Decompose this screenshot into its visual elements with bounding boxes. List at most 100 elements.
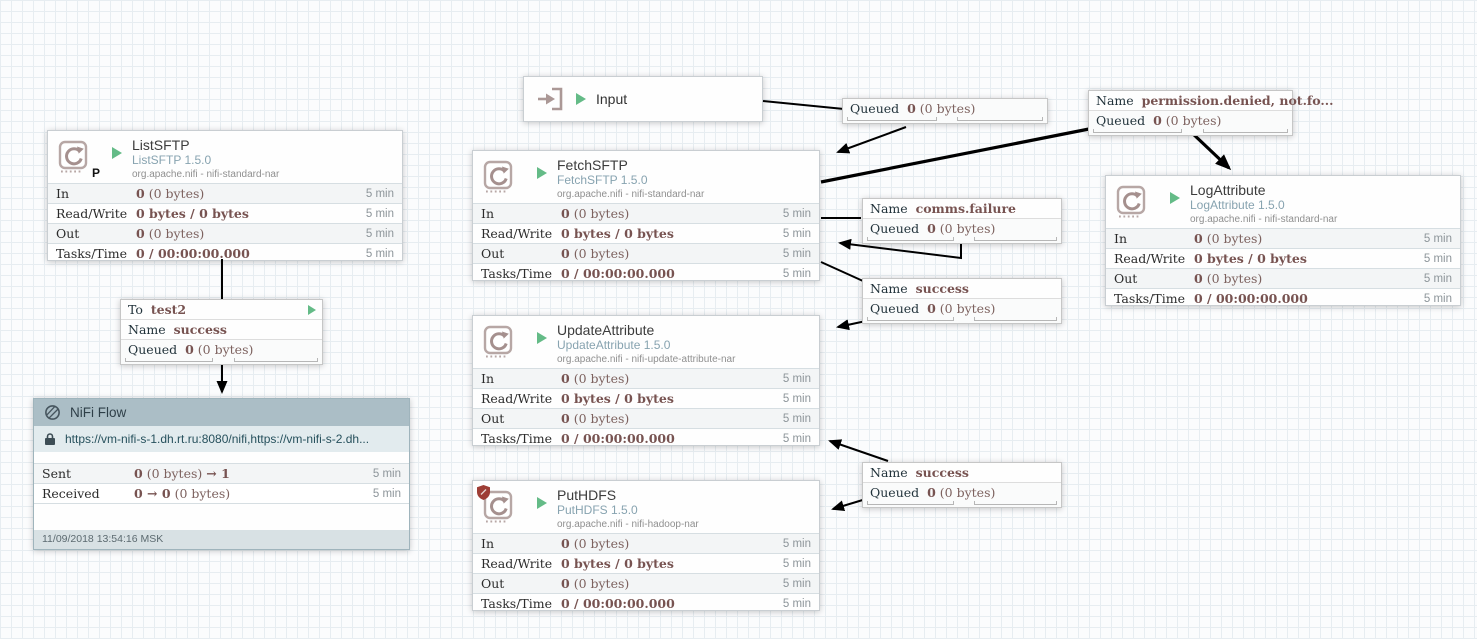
processor-header: LogAttribute LogAttribute 1.5.0 org.apac… [1106, 176, 1460, 228]
stat-row-out: Out 0 (0 bytes) 5 min [1106, 268, 1460, 288]
connection-name-row: Name success [121, 320, 322, 340]
queue-gauge-left [867, 317, 955, 321]
queue-gauge-left [867, 501, 955, 505]
connection-label-success-puthdfs[interactable]: Name success Queued 0 (0 bytes) [862, 462, 1062, 508]
connection-name-row: Name permission.denied, not.fo... [1089, 91, 1333, 111]
connection-queued-row: Queued 0 (0 bytes) [863, 299, 1061, 323]
stat-row-tasks-time: Tasks/Time 0 / 00:00:00.000 5 min [473, 428, 819, 448]
stat-row-read-write: Read/Write 0 bytes / 0 bytes 5 min [473, 388, 819, 408]
run-status-icon [1170, 192, 1180, 204]
stat-row-out: Out 0 (0 bytes) 5 min [48, 223, 402, 243]
processor-type: PutHDFS 1.5.0 [557, 503, 638, 517]
wire-fetchsftp-to-success-label[interactable] [820, 261, 864, 282]
connection-name-row: Name success [863, 463, 1061, 483]
processor-name: PutHDFS [557, 487, 617, 503]
received-row: Received 0 → 0 (0 bytes) 5 min [34, 483, 409, 504]
stamp-icon [483, 325, 513, 358]
processor-header: UpdateAttribute UpdateAttribute 1.5.0 or… [473, 316, 819, 368]
wire-label-to-fetchsftp[interactable] [836, 126, 907, 154]
queue-gauge-right [973, 317, 1057, 321]
stat-row-in: In 0 (0 bytes) 5 min [473, 368, 819, 388]
stat-row-tasks-time: Tasks/Time 0 / 00:00:00.000 5 min [473, 263, 819, 283]
remote-group-url: https://vm-nifi-s-1.dh.rt.ru:8080/nifi,h… [65, 432, 370, 446]
processor-type: LogAttribute 1.5.0 [1190, 198, 1285, 212]
connection-to-row: To test2 [121, 300, 322, 320]
queue-gauge-right [973, 237, 1057, 241]
stat-row-read-write: Read/Write 0 bytes / 0 bytes 5 min [48, 203, 402, 223]
stat-row-in: In 0 (0 bytes) 5 min [473, 203, 819, 223]
queue-gauge-right [233, 358, 318, 362]
stat-row-out: Out 0 (0 bytes) 5 min [473, 573, 819, 593]
input-port-label: Input [596, 91, 628, 107]
connection-queued-row: Queued 0 (0 bytes) [1089, 111, 1292, 135]
remote-group-icon [44, 404, 61, 421]
wire-fetchsftp-to-permission-label[interactable] [820, 127, 1090, 184]
run-status-icon [537, 167, 547, 179]
processor-fetchsftp[interactable]: FetchSFTP FetchSFTP 1.5.0 org.apache.nif… [472, 150, 820, 281]
run-status-icon [537, 497, 547, 509]
connection-queued-row: Queued 0 (0 bytes) [121, 340, 322, 364]
queue-gauge-right [1202, 129, 1288, 133]
processor-bundle: org.apache.nifi - nifi-update-attribute-… [557, 354, 736, 365]
queue-gauge-left [867, 237, 955, 241]
processor-bundle: org.apache.nifi - nifi-standard-nar [1190, 214, 1338, 225]
processor-bundle: org.apache.nifi - nifi-standard-nar [132, 169, 280, 180]
processor-name: LogAttribute [1190, 182, 1266, 198]
connection-label-success-updateattribute[interactable]: Name success Queued 0 (0 bytes) [862, 278, 1062, 324]
stamp-icon [483, 160, 513, 193]
remote-group-header[interactable]: NiFi Flow [34, 399, 409, 426]
stat-row-read-write: Read/Write 0 bytes / 0 bytes 5 min [473, 223, 819, 243]
queue-gauge-left [1093, 129, 1183, 133]
processor-icon: P [56, 139, 100, 180]
queue-gauge-left [847, 117, 937, 121]
processor-name: UpdateAttribute [557, 322, 655, 338]
connection-queued-row: Queued 0 (0 bytes) [863, 483, 1061, 507]
processor-header: FetchSFTP FetchSFTP 1.5.0 org.apache.nif… [473, 151, 819, 203]
stat-row-out: Out 0 (0 bytes) 5 min [473, 408, 819, 428]
processor-header: P ListSFTP ListSFTP 1.5.0 org.apache.nif… [48, 131, 402, 183]
stamp-icon [58, 140, 88, 173]
processor-logattribute[interactable]: LogAttribute LogAttribute 1.5.0 org.apac… [1105, 175, 1461, 306]
connection-label-permission-denied[interactable]: Name permission.denied, not.fo... Queued… [1088, 90, 1333, 136]
run-status-icon [576, 93, 586, 105]
wire-permission-label-to-logattribute[interactable] [1189, 130, 1232, 171]
wire-success2-label-to-updateattribute-corner[interactable] [828, 439, 889, 462]
run-status-icon [537, 332, 547, 344]
processor-icon [477, 485, 517, 525]
stat-row-tasks-time: Tasks/Time 0 / 00:00:00.000 5 min [48, 243, 402, 263]
connection-queued-row: Queued 0 (0 bytes) [863, 219, 1061, 243]
remote-process-group[interactable]: NiFi Flow https://vm-nifi-s-1.dh.rt.ru:8… [33, 398, 410, 550]
connection-queued-row: Queued 0 (0 bytes) [843, 99, 1047, 123]
wire-input-to-label[interactable] [762, 100, 845, 110]
stat-row-read-write: Read/Write 0 bytes / 0 bytes 5 min [1106, 248, 1460, 268]
stat-row-read-write: Read/Write 0 bytes / 0 bytes 5 min [473, 553, 819, 573]
run-status-icon [112, 147, 122, 159]
queue-gauge-right [973, 501, 1057, 505]
remote-group-url-row[interactable]: https://vm-nifi-s-1.dh.rt.ru:8080/nifi,h… [34, 426, 409, 452]
restricted-shield-icon [477, 485, 490, 500]
processor-updateattribute[interactable]: UpdateAttribute UpdateAttribute 1.5.0 or… [472, 315, 820, 446]
stat-row-tasks-time: Tasks/Time 0 / 00:00:00.000 5 min [1106, 288, 1460, 308]
sent-row: Sent 0 (0 bytes) → 1 5 min [34, 463, 409, 483]
processor-listsftp[interactable]: P ListSFTP ListSFTP 1.5.0 org.apache.nif… [47, 130, 403, 261]
remote-group-title: NiFi Flow [70, 405, 127, 420]
processor-icon [481, 324, 517, 360]
processor-bundle: org.apache.nifi - nifi-hadoop-nar [557, 519, 699, 530]
connection-label-comms-failure[interactable]: Name comms.failure Queued 0 (0 bytes) [862, 198, 1062, 244]
processor-puthdfs[interactable]: PutHDFS PutHDFS 1.5.0 org.apache.nifi - … [472, 480, 820, 611]
processor-type: ListSFTP 1.5.0 [132, 153, 212, 167]
processor-header: PutHDFS PutHDFS 1.5.0 org.apache.nifi - … [473, 481, 819, 533]
primary-node-badge: P [91, 166, 100, 180]
connection-name-row: Name success [863, 279, 1061, 299]
connection-label-input-fetchsftp[interactable]: Queued 0 (0 bytes) [842, 98, 1048, 124]
stat-row-in: In 0 (0 bytes) 5 min [48, 183, 402, 203]
stat-row-out: Out 0 (0 bytes) 5 min [473, 243, 819, 263]
input-port-box[interactable]: Input [523, 76, 763, 122]
queue-gauge-left [125, 358, 214, 362]
stat-row-in: In 0 (0 bytes) 5 min [1106, 228, 1460, 248]
remote-group-last-refresh: 11/09/2018 13:54:16 MSK [34, 530, 409, 549]
connection-label-to-test2[interactable]: To test2 Name success Queued 0 (0 bytes) [120, 299, 323, 365]
processor-type: UpdateAttribute 1.5.0 [557, 338, 671, 352]
stat-row-in: In 0 (0 bytes) 5 min [473, 533, 819, 553]
